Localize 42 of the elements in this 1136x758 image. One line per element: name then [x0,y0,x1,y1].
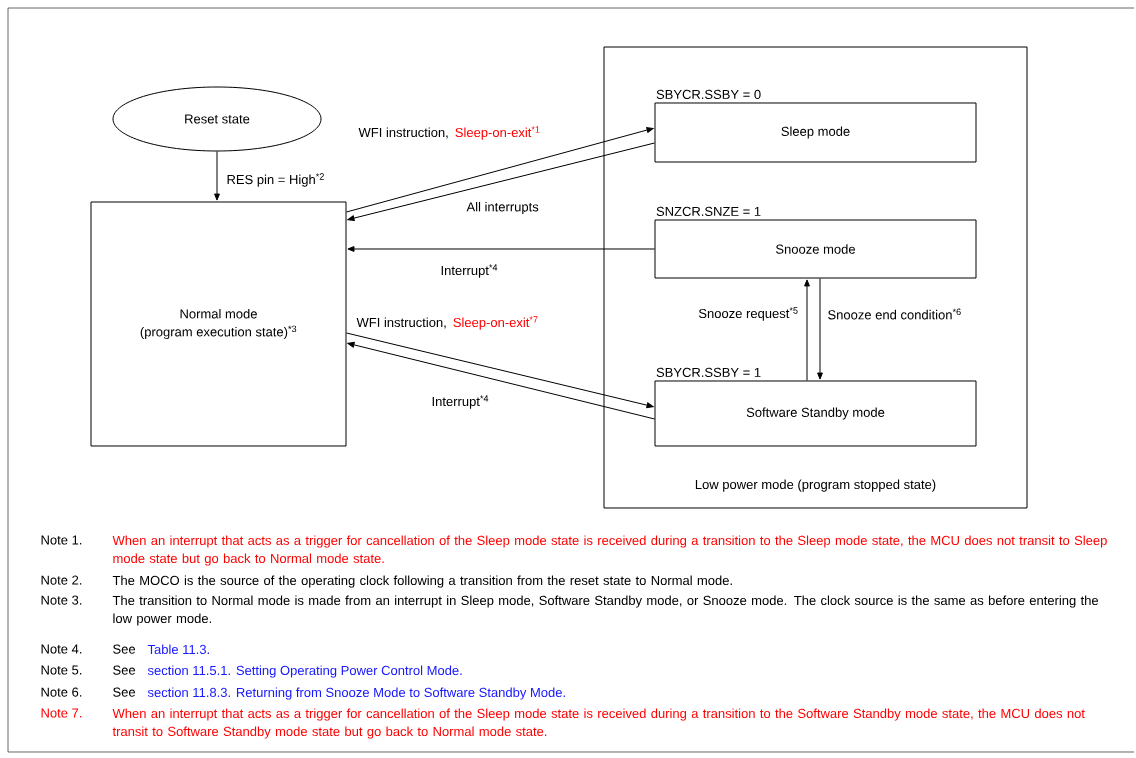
arrow [817,278,823,380]
note-text: When an interrupt that acts as a trigger for cancellation of the Sleep mode state is received during a transition to the Sleep mode state, the MCU does not transit to Sleep mode state but go back to Normal mode state. [112,535,1107,566]
arrow [214,151,220,201]
edge-label: WFI instruction, [358,127,448,139]
note-number: Note 2. [41,575,82,585]
note-number: Note 7. [41,708,82,718]
edge-label: Interrupt$^{*4}$ [432,395,489,409]
state-box: Software Standby mode [654,380,977,447]
state-box: Snooze mode [654,219,977,279]
option-label: Sleep-on-exit$^{*7}$ [453,316,538,330]
reference-link: Table 11.3. [147,644,209,655]
register-condition: SBYCR.SSBY = 0 [656,89,761,99]
arrow [346,127,654,213]
arrow [804,279,810,381]
arrow [346,332,654,409]
edge-label: All interrupts [466,201,539,215]
note-text: When an interrupt that acts as a trigger for cancellation of the Sleep mode state is received during a transition to the Software Standby mode state, the MCU does not transit to Software Standby mode state but go back to Normal mode state. [112,708,1085,739]
edge-label: Snooze end condition$^{*6}$ [828,308,961,320]
option-label: Sleep-on-exit$^{*1}$ [455,126,540,140]
state-box: Normal mode (program execution state)$^{*3}$ [90,201,347,447]
note-text: See [113,687,136,697]
state-box: Sleep mode [654,102,977,163]
note-number: Note 3. [41,595,82,605]
arrow [347,142,655,221]
note-text: See [113,665,136,675]
edge-label: Interrupt$^{*4}$ [441,264,498,278]
note-text: See [113,644,136,654]
note-number: Note 4. [41,644,82,654]
reference-link: section 11.8.3. Returning from Snooze Mode to Software Standby Mode. [147,687,565,700]
reference-link: section 11.5.1. Setting Operating Power Control Mode. [147,665,462,678]
note-number: Note 6. [41,687,82,697]
note-text: The transition to Normal mode is made from an interrupt in Sleep mode, Software Standby mode, or Snooze mode. The clock source is the same as before entering the low power mode. [112,595,1099,626]
arrow [347,246,655,252]
note-text: The MOCO is the source of the operating clock following a transition from the reset state to Normal mode. [112,575,732,588]
note-number: Note 5. [41,665,82,675]
edge-label: RES pin = High$^{*2}$ [227,173,324,187]
edge-label: WFI instruction, [356,317,446,329]
note-number: Note 1. [41,535,82,545]
edge-label: Snooze request$^{*5}$ [698,307,798,321]
register-condition: SNZCR.SNZE = 1 [656,206,761,216]
register-condition: SBYCR.SSBY = 1 [656,367,761,377]
arrow [347,341,655,420]
